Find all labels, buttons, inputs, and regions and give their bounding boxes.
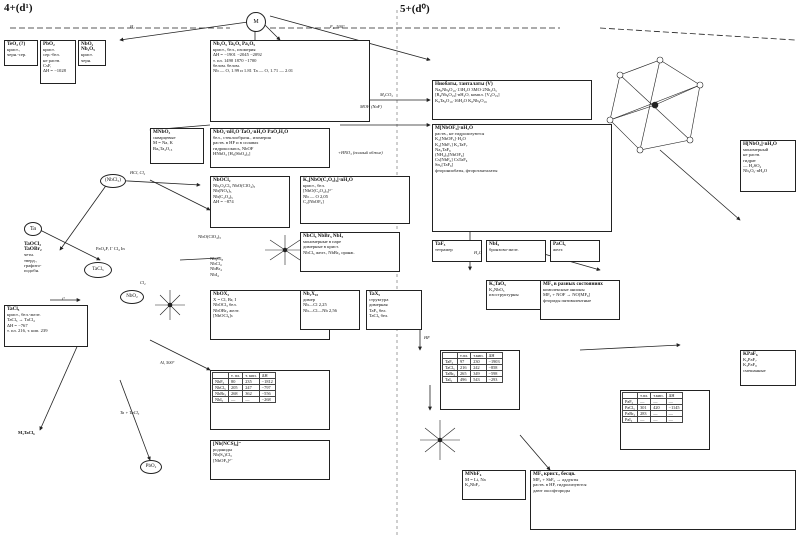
box-kpaf6: KPaF₆ K₂PaF₇ K₃PaF₈ смешанные bbox=[740, 350, 796, 386]
free-left-column: TaOCl₂ TaOBr₂ четн. тверд., графито- под… bbox=[24, 241, 42, 274]
label-hf: HF bbox=[424, 335, 430, 340]
header-oxidation-5: 5+(d⁰) bbox=[400, 3, 430, 15]
table-header-row: т. пл.т. кип.ΔH bbox=[211, 372, 276, 379]
box-nb2x10: Nb₂X₁₀ димер Nb—Cl 2,25 Nb—Cl—Nb 2,56 bbox=[300, 290, 360, 330]
box-nbocl2: NbOCl₂ Nb₂O₃Cl₅ NbO(ClO₄)₃ Nb(NO₃)₅ Nb(C… bbox=[210, 176, 290, 228]
box-oxalates: K₃[NbO(C₂O₄)₃]·nH₂O крист., бел. [NbO(C₂… bbox=[300, 176, 410, 224]
free-bottom-left: M₃TaCl₆ bbox=[18, 430, 35, 435]
label-al: Al, 500° bbox=[160, 360, 175, 365]
label-h2: H₂ bbox=[130, 24, 135, 29]
label-h2o: H₂O bbox=[474, 250, 482, 255]
label-ta-tacl5: Ta + TaCl₅ bbox=[120, 410, 140, 415]
pbo2-circle: PbO₂ bbox=[140, 460, 162, 474]
box-pentoxides: Nb₂O₅ Ta₂O₅ Pa₂O₅ крист., бел., изомерия… bbox=[210, 40, 370, 122]
box-k3tao5: K₃TaO₅ K₃NbO₅ изоструктурны bbox=[486, 280, 542, 310]
box-niobates: Ниобаты, танталаты (V) Na₈Nb₆O₁₉·13H₂O 3… bbox=[432, 80, 592, 120]
box-nbo2: NbO₂ Nb₂O₅ крист. черн. bbox=[78, 40, 106, 66]
box-mnbo3: MNbO₃ скварцевые M = Na, K Ba₅Ta₄O₁₅ bbox=[150, 128, 204, 164]
box-mnbf6: MNbF₆ M = Li, Na K₂NbF₇ bbox=[462, 470, 526, 500]
label-cl2: Cl₂ bbox=[140, 280, 146, 285]
free-pa-line: PaO₂F, Г Cl₄ In bbox=[96, 246, 125, 251]
free-center-small: NbO(ClO₄)₃ bbox=[198, 234, 221, 239]
coordination-polyhedron-2 bbox=[265, 235, 305, 265]
box-tax5: TaX₅ структура димерная TaF₅ бел. TaCl₅ … bbox=[366, 290, 422, 330]
label-f2: F₂, 500° bbox=[330, 24, 345, 29]
free-tetrahalides: Nb₃Cl₈ NbCl₄ NbBr₄ NbI₄ bbox=[210, 256, 224, 277]
metal-circle: M bbox=[246, 12, 266, 32]
box-pbo2: PbO₂ крист. сер.-бел. не раств. CsF, ΔH … bbox=[40, 40, 76, 84]
octahedron-cluster bbox=[606, 56, 704, 154]
table-row: NbI₅——−268 bbox=[211, 396, 276, 403]
box-mf5-states: MF₅ в разных состояниях комплексные анио… bbox=[540, 280, 620, 320]
box-penta-halides: NbCl₅ NbBr₅ NbI₅ мономерные в паре димер… bbox=[300, 232, 400, 272]
nbcl5-circle: (NbCl₅) bbox=[100, 174, 126, 188]
label-hno3: +HNO₃ (полный обжиг) bbox=[338, 150, 383, 155]
label-hcl: HCl, Cl₂ bbox=[130, 170, 146, 175]
nbo2-circle: NbO₂ bbox=[120, 290, 144, 304]
coordination-polyhedron-1 bbox=[155, 290, 185, 320]
label-moh: MOH (NaF) bbox=[360, 104, 382, 109]
coordination-polyhedron-3 bbox=[420, 420, 460, 460]
box-hnbo2: H[NbO₂]·nH₂O мономерный не раств. гидрат… bbox=[740, 140, 796, 192]
label-heat: t° bbox=[62, 296, 65, 301]
table-row: PaI₅——— bbox=[621, 416, 683, 423]
box-mf5-crystal: MF₅ крист., бесцв. MF₅ + SbF₅ → аддукты … bbox=[530, 470, 796, 530]
box-taf5: TaF₅ тетрамер bbox=[432, 240, 482, 262]
box-fluoro-complexes: M[NbOF₅]·nH₂O раств., не гидролизуются K… bbox=[432, 124, 612, 232]
box-thiocyanates: [Nb(NCS)₆]⁻ роданиды Nb(S₂)Cl₃ [NbOF₅]²⁻ bbox=[210, 440, 330, 480]
box-nbi5: NbI₅ бронзово-желт. bbox=[486, 240, 546, 262]
box-tacl5: TaCl₅ крист., бел.-желт. TaCl₅ → TaCl₄ Δ… bbox=[4, 305, 88, 347]
box-teo2: TeO₂ (?) крист., черн.-сер. bbox=[4, 40, 38, 66]
label-m2co3: M₂CO₃ bbox=[380, 92, 393, 97]
box-hydrated-oxides: NbO₂·nH₂O TaO₂·nH₂O PaO₂H₂O бел., стекло… bbox=[210, 128, 330, 168]
header-oxidation-4: 4+(d¹) bbox=[4, 2, 33, 14]
box-pacl5: PaCl₅ желт. bbox=[550, 240, 600, 262]
ta-circle: Ta bbox=[24, 222, 42, 236]
tacl5-circle: TaCl₅ bbox=[84, 262, 112, 278]
